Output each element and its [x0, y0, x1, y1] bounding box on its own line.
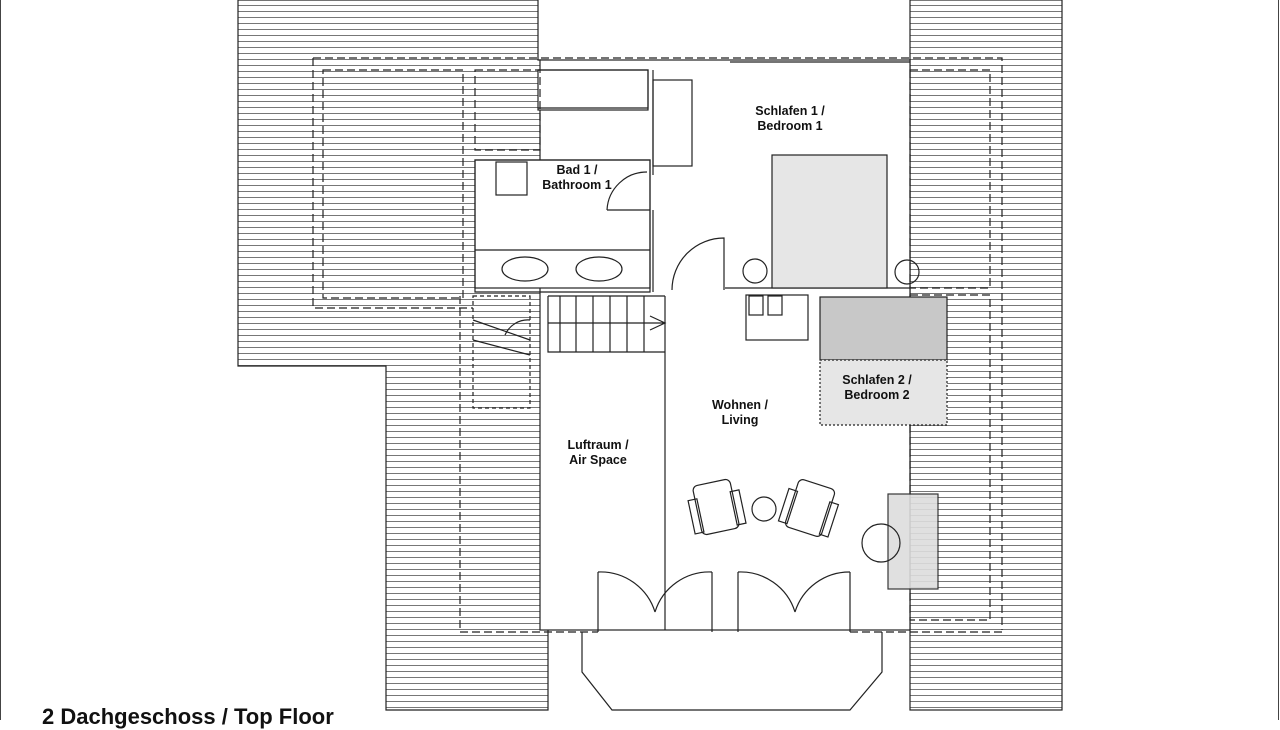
floor-title: 2 Dachgeschoss / Top Floor [42, 704, 334, 729]
dashed-outline [312, 57, 1003, 633]
room-label-living: Wohnen / Living [690, 398, 790, 428]
room-label-en: Living [721, 413, 759, 427]
room-label-de: Bad 1 / [556, 163, 598, 177]
room-label-en: Bedroom 1 [757, 119, 823, 133]
coffee-table [751, 496, 777, 522]
room-label-de: Schlafen 1 / [755, 104, 825, 118]
room-label-en: Bedroom 2 [844, 388, 910, 402]
room-label-de: Schlafen 2 / [842, 373, 912, 387]
bed-1 [771, 154, 888, 289]
room-label-de: Wohnen / [711, 398, 768, 412]
armchair-right [777, 479, 840, 538]
armchair-left [687, 478, 747, 536]
room-label-air-space: Luftraum / Air Space [548, 438, 648, 468]
balcony [581, 632, 883, 711]
room-label-en: Air Space [569, 453, 627, 467]
room-label-bathroom-1: Bad 1 / Bathroom 1 [527, 163, 627, 193]
roof-left [237, 0, 549, 711]
room-label-bedroom-2: Schlafen 2 / Bedroom 2 [827, 373, 927, 403]
room-label-bedroom-1: Schlafen 1 / Bedroom 1 [740, 104, 840, 134]
room-label-en: Bathroom 1 [542, 178, 612, 192]
bed-2 [819, 296, 948, 361]
room-label-de: Luftraum / [567, 438, 629, 452]
staircase [472, 295, 667, 409]
